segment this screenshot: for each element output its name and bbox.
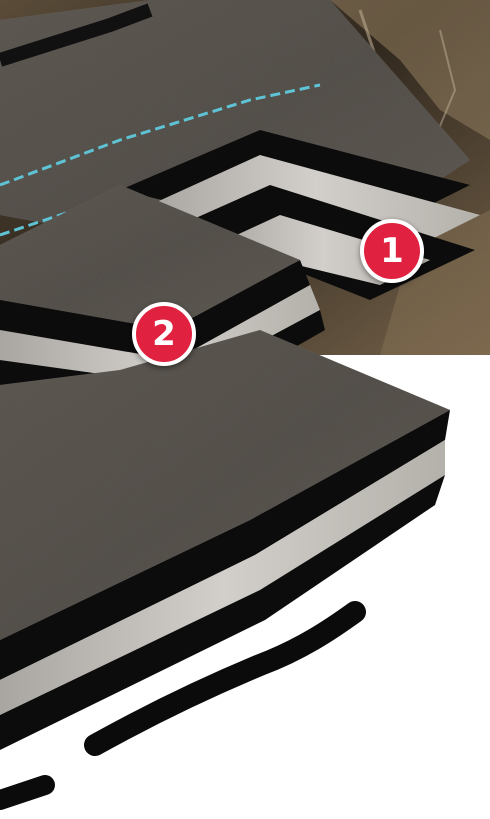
step-badge-2: 2 (132, 302, 196, 366)
step-badge-1: 1 (360, 219, 424, 283)
